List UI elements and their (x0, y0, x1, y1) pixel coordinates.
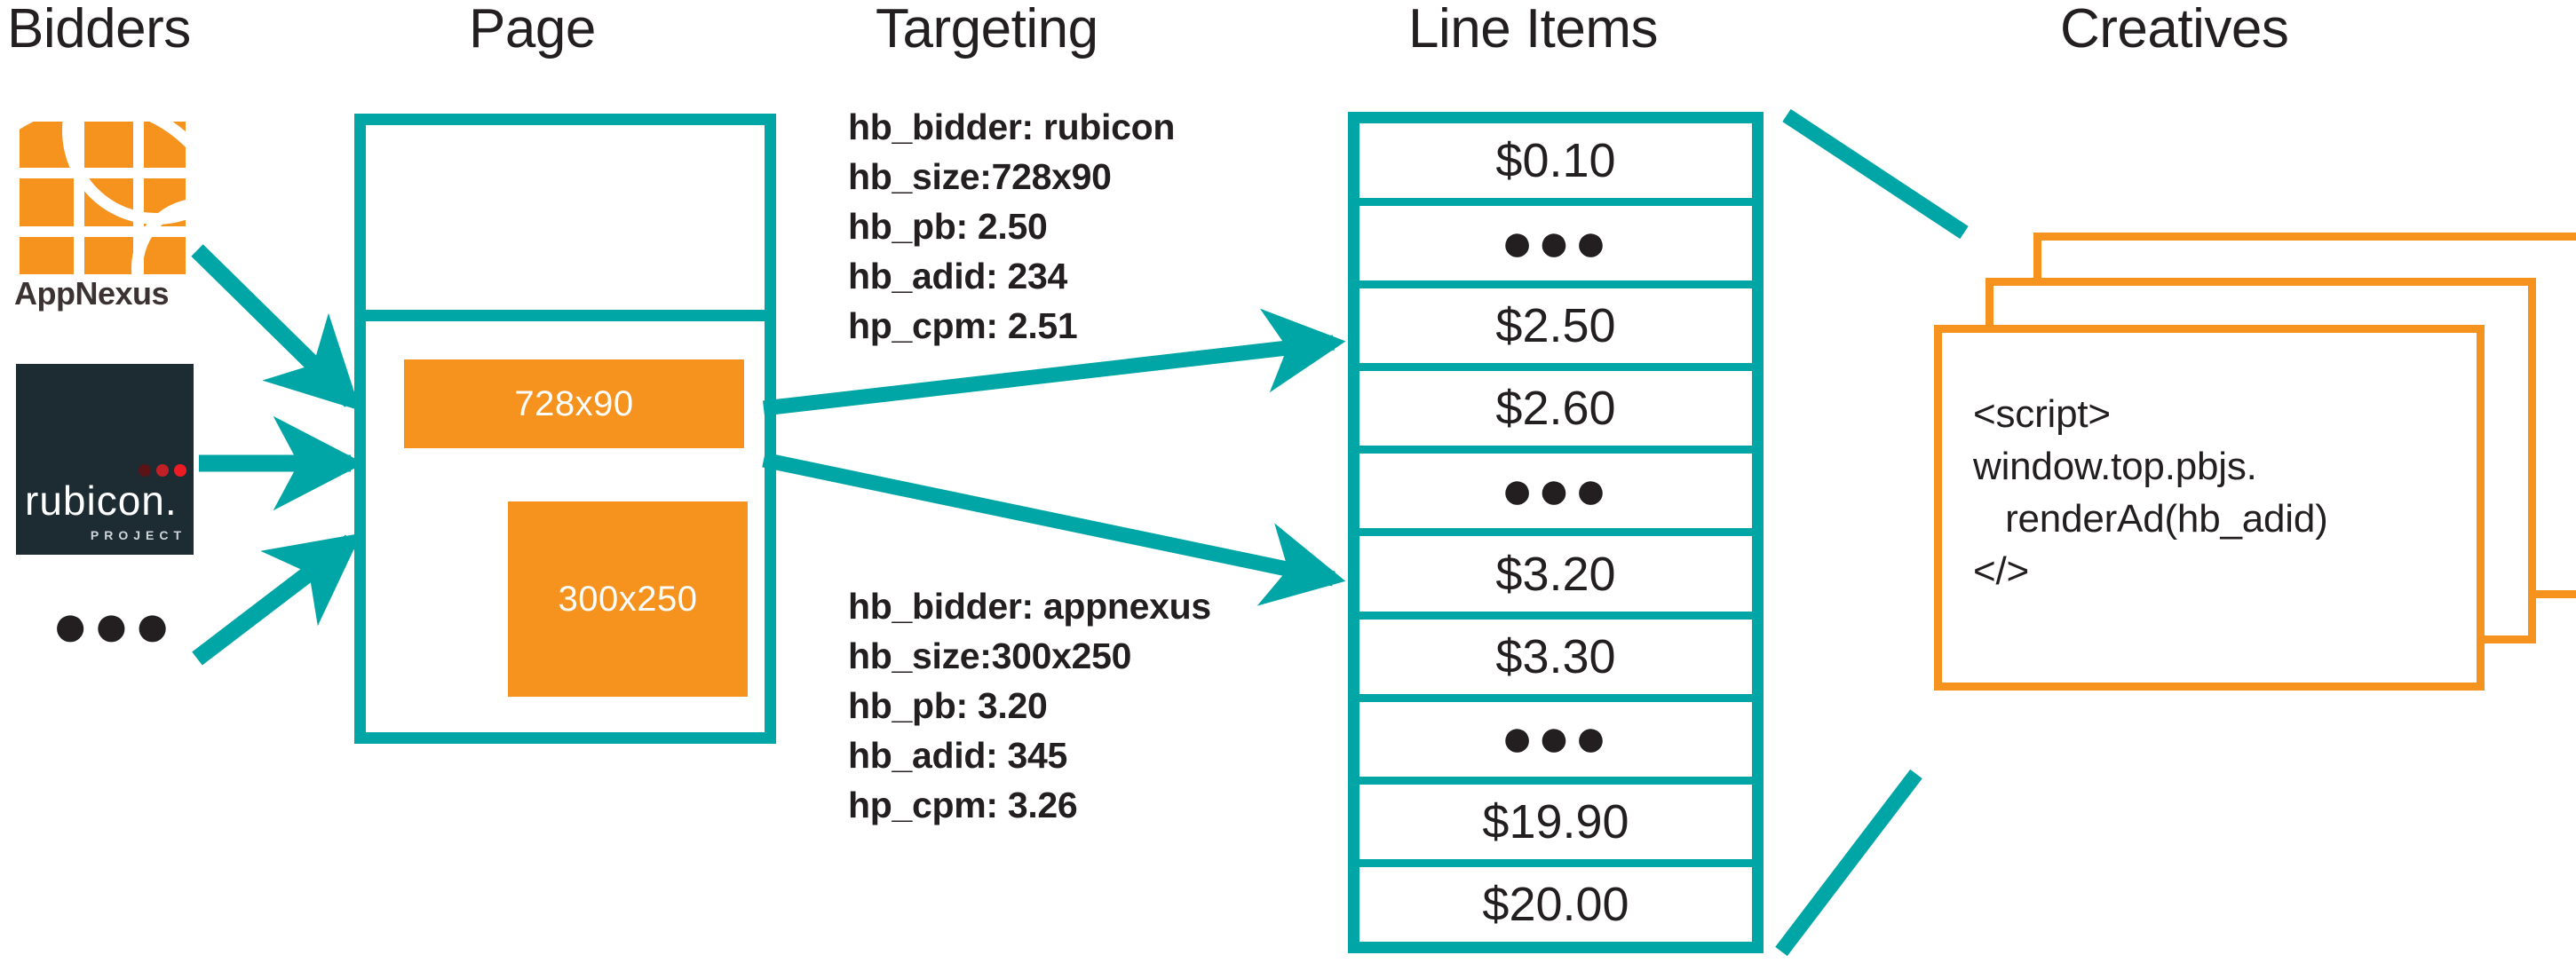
bidders-more-indicator: ●●● (52, 590, 175, 659)
rubicon-wordmark: rubicon. (25, 478, 178, 524)
line-item-row: ●●● (1359, 454, 1752, 537)
targeting-line: hb_adid: 234 (848, 256, 1068, 296)
line-item-row[interactable]: $2.50 (1359, 288, 1752, 372)
column-title-line-items: Line Items (1408, 0, 1659, 59)
column-title-bidders: Bidders (7, 0, 191, 59)
rubicon-project-logo-icon: rubicon. PROJECT (16, 364, 194, 555)
appnexus-label: AppNexus (14, 275, 170, 312)
targeting-block-appnexus: hb_bidder: appnexus hb_size:300x250 hb_p… (848, 581, 1211, 830)
column-title-creatives: Creatives (2060, 0, 2289, 59)
line-item-row[interactable]: $3.20 (1359, 536, 1752, 620)
line-item-row[interactable]: $3.30 (1359, 620, 1752, 702)
page-header-divider (366, 310, 765, 321)
connector-line-items-to-creatives-bottom (1775, 769, 1922, 957)
arrow-page-to-line-item-320 (762, 452, 1346, 606)
targeting-block-rubicon: hb_bidder: rubicon hb_size:728x90 hb_pb:… (848, 102, 1175, 351)
targeting-line: hb_pb: 3.20 (848, 685, 1048, 726)
targeting-line: hb_adid: 345 (848, 735, 1068, 776)
ad-slot-300x250[interactable]: 300x250 (508, 501, 748, 697)
arrow-appnexus-to-page (191, 244, 361, 411)
line-item-row[interactable]: $0.10 (1359, 123, 1752, 207)
targeting-line: hb_size:728x90 (848, 156, 1112, 197)
targeting-line: hb_pb: 2.50 (848, 206, 1048, 247)
line-items-table: $0.10 ●●● $2.50 $2.60 ●●● $3.20 $3.30 ●●… (1348, 112, 1764, 953)
creative-code-snippet: <script> window.top.pbjs. renderAd(hb_ad… (1973, 392, 2328, 593)
line-item-row[interactable]: $20.00 (1482, 877, 1629, 931)
rubicon-subtitle: PROJECT (90, 528, 186, 542)
targeting-line: hb_bidder: rubicon (848, 107, 1176, 147)
appnexus-gridline-h2 (20, 226, 186, 237)
targeting-line: hp_cpm: 3.26 (848, 785, 1078, 825)
targeting-line: hp_cpm: 2.51 (848, 305, 1078, 346)
appnexus-gridline-h1 (20, 168, 186, 178)
line-item-row: ●●● (1359, 206, 1752, 289)
column-title-targeting: Targeting (876, 0, 1098, 59)
appnexus-logo-icon (20, 122, 186, 274)
connector-line-items-to-creatives-top (1782, 108, 1969, 240)
line-item-row: ●●● (1359, 702, 1752, 785)
column-title-page: Page (469, 0, 596, 59)
ad-slot-728x90[interactable]: 728x90 (404, 359, 744, 448)
page-container: 728x90 300x250 (354, 114, 776, 744)
appnexus-gridline-v2 (133, 122, 144, 274)
targeting-line: hb_bidder: appnexus (848, 586, 1211, 627)
targeting-line: hb_size:300x250 (848, 635, 1132, 676)
creative-card-front[interactable] (1934, 325, 2485, 691)
line-item-row[interactable]: $19.90 (1359, 785, 1752, 867)
appnexus-gridline-v1 (74, 122, 84, 274)
rubicon-dots-icon (139, 464, 186, 477)
line-item-row[interactable]: $2.60 (1359, 371, 1752, 454)
arrow-other-bidders-to-page (192, 533, 362, 666)
arrow-page-to-line-item-250 (763, 308, 1346, 416)
